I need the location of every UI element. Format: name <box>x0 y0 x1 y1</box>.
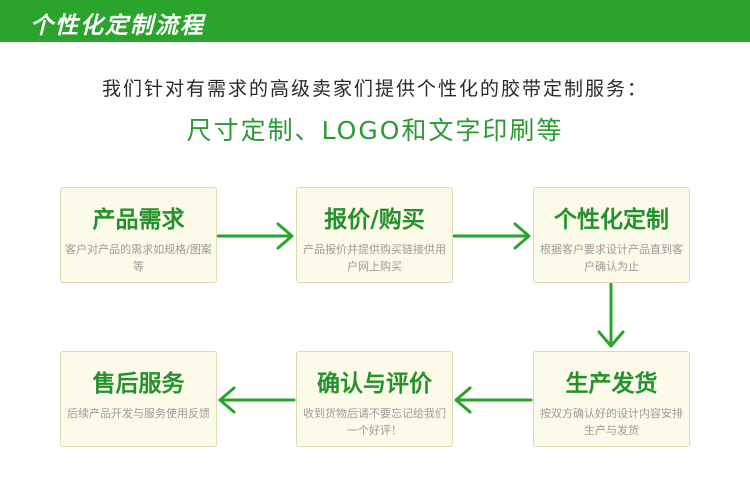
step-title: 产品需求 <box>92 207 185 233</box>
arrow-right-icon <box>452 222 531 250</box>
step-title: 个性化定制 <box>554 207 669 233</box>
step-quote-purchase: 报价/购买 产品报价并提供购买链接供用户网上购买 <box>296 187 453 283</box>
arrow-left-icon <box>454 386 533 414</box>
step-description: 按双方确认好的设计内容安排生产与发货 <box>540 407 683 437</box>
intro-highlight-text: 尺寸定制、LOGO和文字印刷等 <box>186 116 564 145</box>
step-description: 客户对产品的需求如规格/图案等 <box>65 243 212 273</box>
step-description: 收到货物后请不要忘记给我们一个好评！ <box>303 407 446 437</box>
step-confirm-review: 确认与评价 收到货物后请不要忘记给我们一个好评！ <box>296 351 453 447</box>
step-product-demand: 产品需求 客户对产品的需求如规格/图案等 <box>60 187 217 283</box>
step-description: 产品报价并提供购买链接供用户网上购买 <box>303 243 446 273</box>
step-customization: 个性化定制 根据客户要求设计产品直到客户确认为止 <box>533 187 690 283</box>
arrow-down-icon <box>597 282 625 348</box>
header-banner: 个性化定制流程 <box>0 0 750 42</box>
arrow-left-icon <box>218 386 296 414</box>
step-title: 确认与评价 <box>317 371 432 397</box>
step-production-shipping: 生产发货 按双方确认好的设计内容安排生产与发货 <box>533 351 690 447</box>
step-after-sales: 售后服务 后续产品开发与服务使用反馈 <box>60 351 217 447</box>
step-title: 售后服务 <box>92 371 185 397</box>
step-description: 后续产品开发与服务使用反馈 <box>67 407 210 420</box>
arrow-right-icon <box>216 222 294 250</box>
step-title: 生产发货 <box>565 371 658 397</box>
step-description: 根据客户要求设计产品直到客户确认为止 <box>540 243 683 273</box>
step-title: 报价/购买 <box>324 207 425 233</box>
banner-title: 个性化定制流程 <box>30 13 205 39</box>
intro-text: 我们针对有需求的高级卖家们提供个性化的胶带定制服务： <box>101 78 648 100</box>
